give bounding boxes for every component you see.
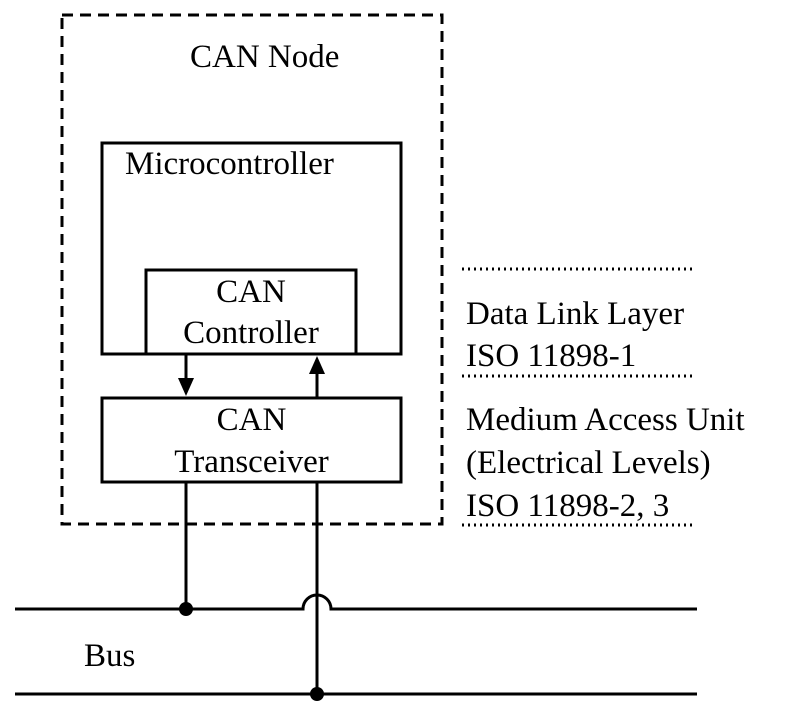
- junction-dot-low: [310, 687, 324, 701]
- medium-access-unit-label: Medium Access Unit: [466, 402, 745, 438]
- can-transceiver-line2: Transceiver: [174, 444, 329, 480]
- can-transceiver-line1: CAN: [216, 402, 287, 438]
- junction-dot-high: [179, 602, 193, 616]
- microcontroller-label: Microcontroller: [125, 146, 334, 182]
- medium-access-iso-label: ISO 11898-2, 3: [466, 488, 670, 524]
- data-link-layer-label: Data Link Layer: [466, 296, 685, 332]
- can-node-boundary: [60, 13, 444, 526]
- can-node-title: CAN Node: [190, 39, 340, 75]
- can-controller-text: CAN Controller: [146, 276, 356, 354]
- electrical-levels-label: (Electrical Levels): [466, 445, 711, 481]
- data-link-iso-label: ISO 11898-1: [466, 338, 637, 374]
- can-transceiver-text: CAN Transceiver: [102, 404, 401, 482]
- can-transceiver-box: [100, 396, 403, 484]
- bus-label: Bus: [84, 638, 136, 674]
- can-controller-box: [144, 268, 358, 356]
- can-controller-line2: Controller: [183, 315, 319, 351]
- tx-arrow-head: [178, 378, 194, 396]
- rx-arrow-head: [309, 356, 325, 374]
- can-controller-line1: CAN: [216, 274, 286, 310]
- bus-line-high: [15, 593, 697, 611]
